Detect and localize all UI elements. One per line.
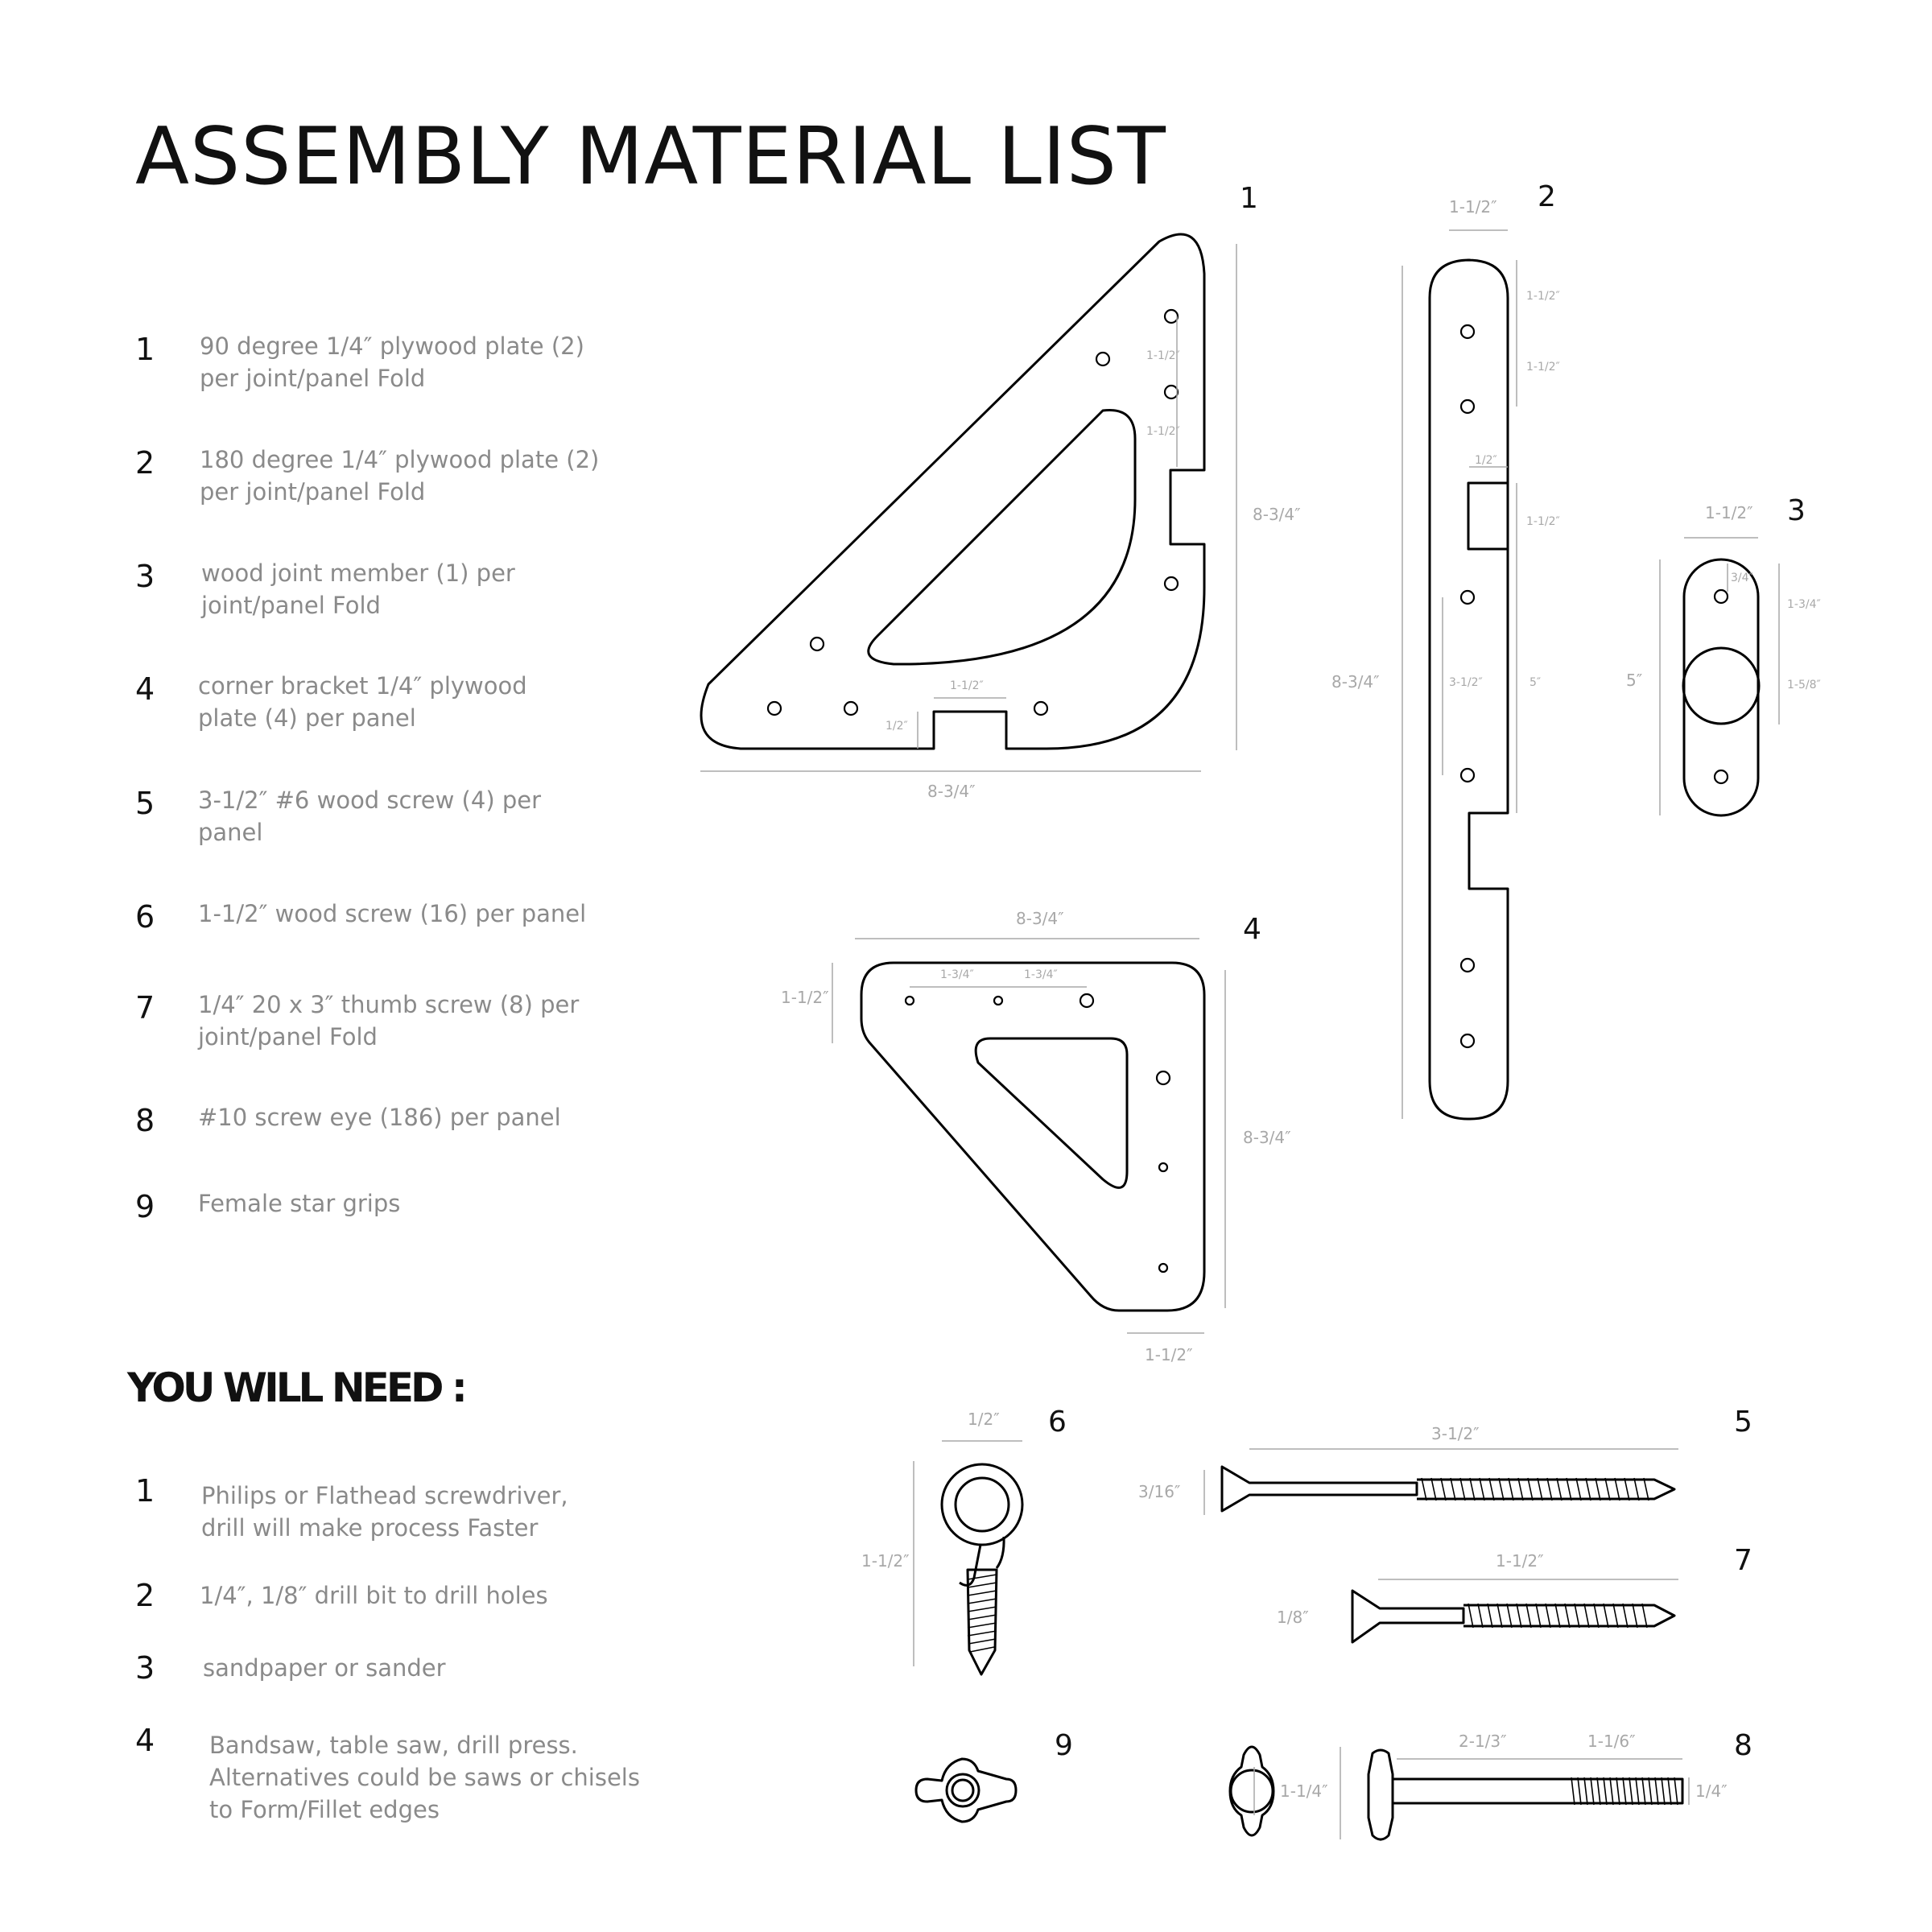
material-item-2: 180 degree 1/4″ plywood plate (2) per jo… <box>200 446 600 506</box>
part-9-number: 9 <box>1055 1729 1073 1762</box>
tool-num-4: 4 <box>135 1723 155 1758</box>
part-6-number: 6 <box>1048 1406 1067 1439</box>
p6-w-label: 1/2″ <box>968 1410 1000 1429</box>
material-num-3: 3 <box>135 559 155 594</box>
part-7-number: 7 <box>1734 1544 1752 1577</box>
p4-height-label: 8-3/4″ <box>1243 1128 1291 1147</box>
p3-top-label: 3/4″ <box>1731 572 1753 584</box>
material-num-7: 7 <box>135 990 155 1026</box>
part-8-bolt <box>1367 1748 1684 1841</box>
material-num-5: 5 <box>135 786 155 821</box>
part-4-dimensions: 8-3/4″ 8-3/4″ 1-1/2″ 1-1/2″ 1-3/4″ 1-3/4… <box>781 909 1291 1364</box>
need-title: YOU WILL NEED : <box>127 1364 468 1411</box>
page-title: ASSEMBLY MATERIAL LIST <box>135 111 1166 203</box>
p1-hole-a-label: 1-1/2″ <box>1146 349 1180 362</box>
p3-width-label: 1-1/2″ <box>1705 503 1753 522</box>
p1-slot-d-label: 1/2″ <box>886 720 908 733</box>
p2-height-label: 8-3/4″ <box>1331 672 1380 691</box>
p2-inner-label: 3-1/2″ <box>1449 676 1483 689</box>
p2-notch-label: 1/2″ <box>1475 454 1497 467</box>
tool-item-2: 1/4″, 1/8″ drill bit to drill holes <box>200 1582 548 1609</box>
part-5-number: 5 <box>1734 1406 1752 1439</box>
p1-width-label: 8-3/4″ <box>927 782 976 801</box>
material-item-8: #10 screw eye (186) per panel <box>198 1104 561 1131</box>
p1-hole-b-label: 1-1/2″ <box>1146 425 1180 438</box>
p7-dia-label: 1/8″ <box>1277 1608 1309 1627</box>
material-item-9: Female star grips <box>198 1190 401 1217</box>
p2-notch-h-label: 1-1/2″ <box>1526 515 1560 528</box>
p8-b-label: 1-1/6″ <box>1587 1732 1636 1751</box>
part-8-number: 8 <box>1734 1729 1752 1762</box>
tool-item-1: Philips or Flathead screwdriver, drill w… <box>201 1482 568 1542</box>
part-2-number: 2 <box>1538 180 1556 213</box>
part-2-plate <box>1428 258 1509 1121</box>
material-item-1: 90 degree 1/4″ plywood plate (2) per joi… <box>200 332 584 392</box>
p8-a-label: 2-1/3″ <box>1459 1732 1507 1751</box>
material-item-6: 1-1/2″ wood screw (16) per panel <box>198 900 587 927</box>
part-7-screw <box>1351 1589 1676 1644</box>
p4-a-label: 1-3/4″ <box>940 968 974 981</box>
p6-h-label: 1-1/2″ <box>861 1551 910 1571</box>
part-2-dimensions: 1-1/2″ 8-3/4″ 1-1/2″ 1-1/2″ 1/2″ 1-1/2″ … <box>1331 180 1560 1119</box>
p4-width-label: 8-3/4″ <box>1016 909 1064 928</box>
material-item-7: 1/4″ 20 x 3″ thumb screw (8) per joint/p… <box>198 991 580 1051</box>
p7-len-label: 1-1/2″ <box>1496 1551 1544 1571</box>
p3-b-label: 1-5/8″ <box>1787 679 1821 691</box>
material-num-9: 9 <box>135 1189 155 1224</box>
part-4-number: 4 <box>1243 913 1261 946</box>
p5-len-label: 3-1/2″ <box>1431 1424 1480 1443</box>
p8-head-label: 1-1/4″ <box>1280 1781 1328 1801</box>
material-num-8: 8 <box>135 1103 155 1138</box>
p4-bottom-label: 1-1/2″ <box>1145 1345 1193 1364</box>
material-item-3: wood joint member (1) per joint/panel Fo… <box>201 559 515 619</box>
part-5-wood-screw <box>1220 1465 1676 1513</box>
part-9-star-grip: 9 <box>914 1729 1073 1823</box>
tool-num-3: 3 <box>135 1650 155 1686</box>
p3-height-label: 5″ <box>1626 671 1642 690</box>
part-5-dimensions: 3-1/2″ 3/16″ 5 <box>1138 1406 1752 1515</box>
part-6-dimensions: 1/2″ 1-1/2″ 6 <box>861 1406 1067 1666</box>
p2-right-label: 5″ <box>1530 676 1541 689</box>
p3-a-label: 1-3/4″ <box>1787 598 1821 611</box>
part-8-thumb-knob <box>1228 1745 1275 1837</box>
tool-item-4: Bandsaw, table saw, drill press. Alterna… <box>209 1732 640 1823</box>
tool-item-3: sandpaper or sander <box>203 1654 446 1682</box>
part-3-member <box>1682 558 1761 817</box>
part-4-bracket <box>860 961 1206 1312</box>
part-1-dimensions: 8-3/4″ 8-3/4″ 1-1/2″ 1-1/2″ 1-1/2″ 1/2″ … <box>700 182 1301 801</box>
p4-left-label: 1-1/2″ <box>781 988 829 1007</box>
material-num-4: 4 <box>135 671 155 707</box>
p5-dia-label: 3/16″ <box>1138 1482 1180 1501</box>
p1-height-label: 8-3/4″ <box>1253 505 1301 524</box>
material-item-5: 3-1/2″ #6 wood screw (4) per panel <box>198 786 542 846</box>
material-num-6: 6 <box>135 899 155 935</box>
tool-num-1: 1 <box>135 1473 155 1509</box>
material-num-1: 1 <box>135 332 155 367</box>
p2-top-b-label: 1-1/2″ <box>1526 361 1560 374</box>
part-1-plate <box>700 233 1206 750</box>
part-7-dimensions: 1-1/2″ 1/8″ 7 <box>1277 1544 1752 1627</box>
material-num-2: 2 <box>135 445 155 481</box>
p2-width-label: 1-1/2″ <box>1449 197 1497 217</box>
material-item-4: corner bracket 1/4″ plywood plate (4) pe… <box>198 672 527 732</box>
p8-dia-label: 1/4″ <box>1695 1781 1728 1801</box>
part-1-number: 1 <box>1240 182 1258 215</box>
part-3-dimensions: 1-1/2″ 5″ 3/4″ 1-3/4″ 1-5/8″ 3 <box>1626 494 1821 815</box>
p2-top-a-label: 1-1/2″ <box>1526 290 1560 303</box>
tool-num-2: 2 <box>135 1578 155 1613</box>
p4-b-label: 1-3/4″ <box>1024 968 1058 981</box>
part-3-number: 3 <box>1787 494 1806 527</box>
part-8-dimensions: 2-1/3″ 1-1/6″ 1/4″ 1-1/4″ 8 <box>1280 1729 1752 1839</box>
part-6-screw-eye <box>940 1463 1024 1676</box>
p1-slot-w-label: 1-1/2″ <box>950 679 984 692</box>
